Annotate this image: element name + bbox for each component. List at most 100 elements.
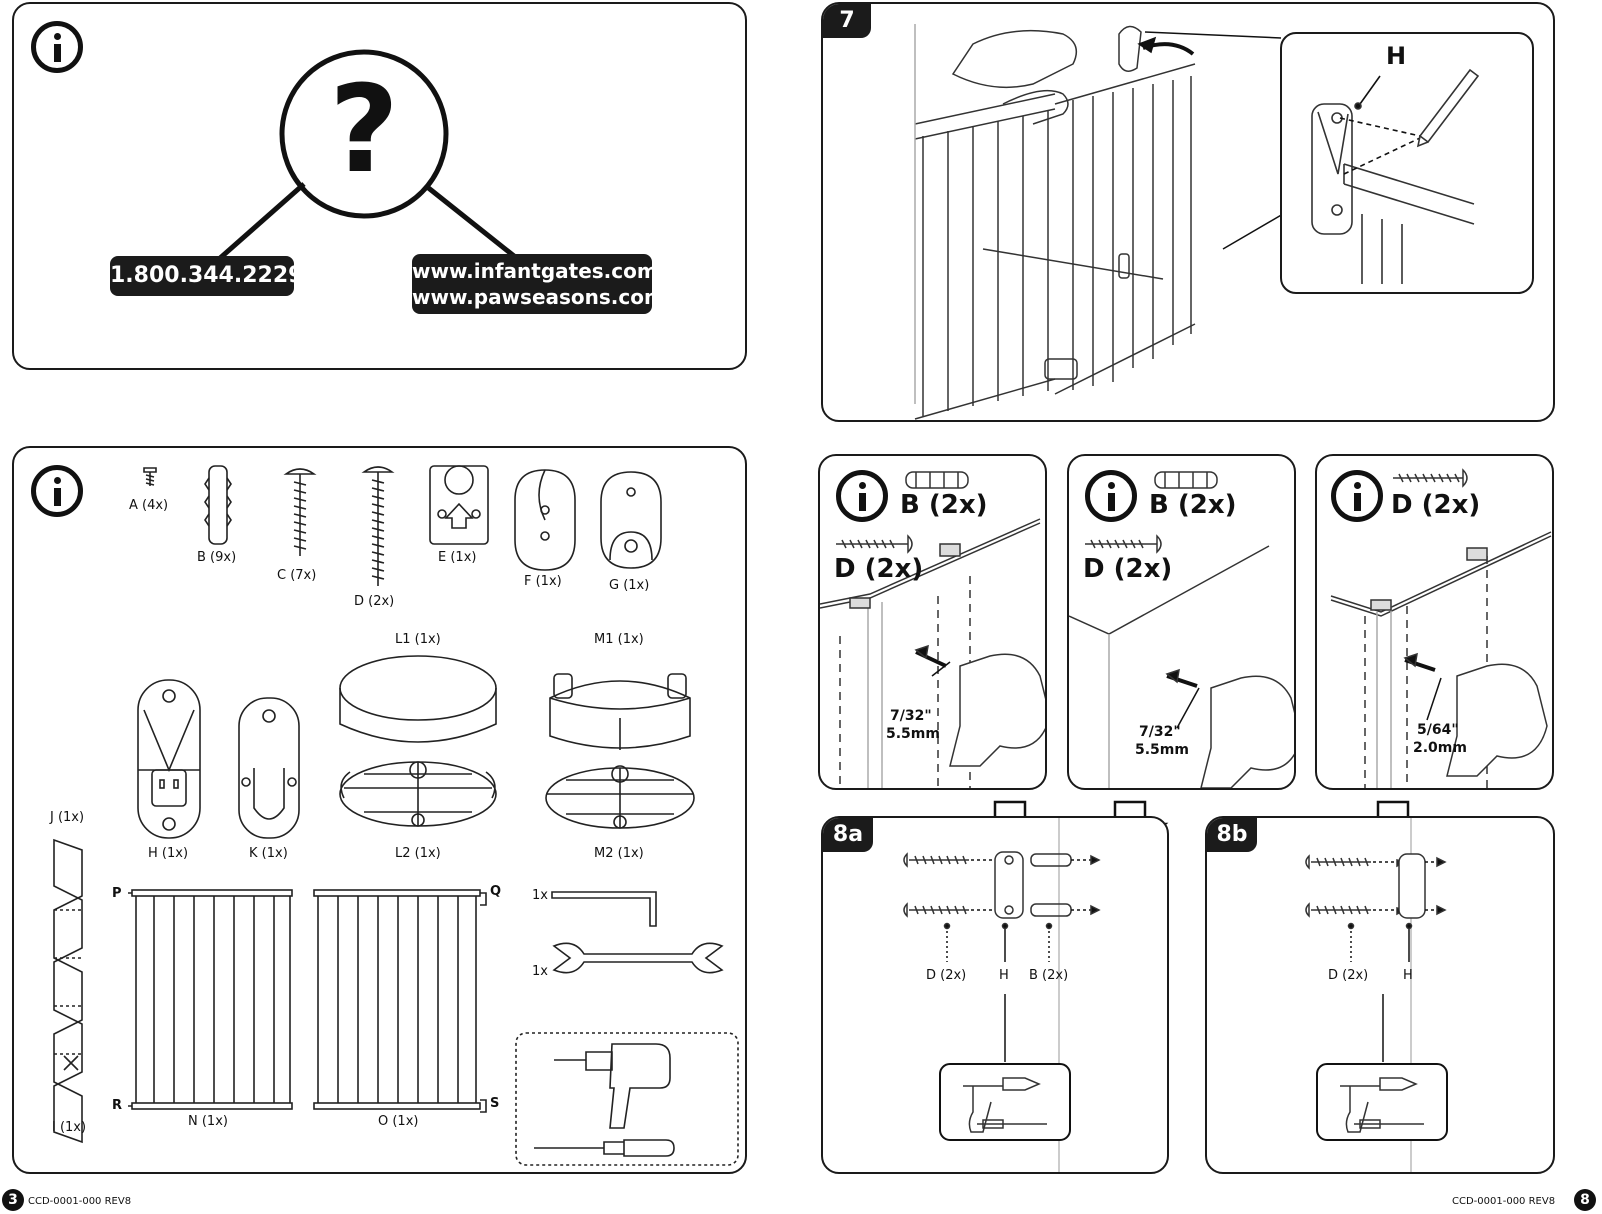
step-8a-label-h: H xyxy=(999,968,1009,983)
part-l2-label: L2 (1x) xyxy=(395,846,441,861)
drill-panel-3-bit-mm: 2.0mm xyxy=(1413,740,1467,756)
step-7-callout-h: H xyxy=(1386,42,1407,70)
step-8a-number: 8a xyxy=(823,818,873,852)
screw-icon xyxy=(1305,902,1371,918)
drill-panel-3: D (2x) 5/64" 2.0mm xyxy=(1315,454,1554,790)
step-8b-number: 8b xyxy=(1207,818,1257,852)
phone-number[interactable]: 1.800.344.2229 xyxy=(110,256,303,296)
step-7-panel: 7 xyxy=(821,2,1555,422)
question-mark: ? xyxy=(329,61,399,200)
step-7-number: 7 xyxy=(823,4,871,38)
part-m1-label: M1 (1x) xyxy=(594,632,644,647)
part-j-label: J (1x) xyxy=(50,810,85,825)
anchor-icon xyxy=(1154,471,1218,489)
help-panel: ? 1.800.344.2229 www.infantgates.com www… xyxy=(12,2,747,370)
part-d-icon xyxy=(361,466,395,586)
info-icon xyxy=(1085,470,1137,522)
part-s-label: S xyxy=(490,1096,500,1111)
required-tools-box xyxy=(515,1032,739,1166)
drill-panel-1-screw-label: D (2x) xyxy=(834,554,924,584)
part-o-gate-panel-icon xyxy=(313,889,487,1113)
step-8b-label-h: H xyxy=(1403,968,1413,983)
part-c-label: C (7x) xyxy=(277,568,317,583)
step-8a-illustration xyxy=(903,818,1101,1172)
part-f-icon xyxy=(514,469,576,571)
part-l1-icon xyxy=(339,655,497,743)
step-8b-illustration xyxy=(1305,818,1448,1172)
drill-panel-1-illustration xyxy=(820,471,1045,788)
drill-panel-1-anchor-label: B (2x) xyxy=(900,490,988,520)
screw-icon xyxy=(836,534,913,554)
step-8a-panel: 8a D (2x) H B (2x) xyxy=(821,816,1169,1174)
part-l2-icon xyxy=(339,761,497,827)
website-pawseasons[interactable]: www.pawseasons.com xyxy=(412,285,665,309)
part-g-icon xyxy=(600,471,662,569)
drill-panel-1-bit-mm: 5.5mm xyxy=(886,726,940,742)
part-h-icon xyxy=(137,679,201,839)
step-8a-label-d: D (2x) xyxy=(926,968,967,983)
screw-icon xyxy=(903,902,969,918)
part-g-label: G (1x) xyxy=(609,578,650,593)
anchor-icon xyxy=(905,471,969,489)
document-code-left: CCD-0001-000 REV8 xyxy=(28,1196,132,1207)
anchor-icon xyxy=(1030,853,1072,917)
screw-icon xyxy=(1085,534,1162,554)
part-j-extension-icon xyxy=(53,838,83,1144)
part-q-label: Q xyxy=(490,884,502,899)
step-7-detail-inset: H xyxy=(1280,32,1534,294)
website-box[interactable]: www.infantgates.com www.pawseasons.com xyxy=(412,254,665,314)
part-h-label: H (1x) xyxy=(148,846,189,861)
drill-panel-3-screw-label: D (2x) xyxy=(1391,490,1481,520)
step-8b-label-d: D (2x) xyxy=(1328,968,1369,983)
part-m2-label: M2 (1x) xyxy=(594,846,644,861)
part-o-label: O (1x) xyxy=(378,1114,419,1129)
screw-icon xyxy=(1393,468,1468,488)
step-7-detail-illustration xyxy=(1311,68,1480,284)
part-k-icon xyxy=(238,697,300,839)
part-n-gate-panel-icon xyxy=(128,889,293,1110)
part-p-label: P xyxy=(112,886,122,901)
page-number-left: 3 xyxy=(2,1189,24,1211)
hex-key-quantity: 1x xyxy=(532,888,548,903)
part-n-label: N (1x) xyxy=(188,1114,228,1129)
drill-panel-2-illustration xyxy=(1069,471,1294,788)
part-k-label: K (1x) xyxy=(249,846,288,861)
info-icon xyxy=(1331,470,1383,522)
step-7-illustration xyxy=(914,24,1284,420)
hex-key-icon xyxy=(551,891,657,927)
part-r-label: R xyxy=(112,1098,123,1113)
drill-panel-2-anchor-label: B (2x) xyxy=(1149,490,1237,520)
part-e-label: E (1x) xyxy=(438,550,477,565)
part-b-icon xyxy=(204,465,232,545)
website-infantgates[interactable]: www.infantgates.com xyxy=(412,259,658,283)
help-connector-lines xyxy=(217,49,516,261)
drill-panel-1-bit-size: 7/32" xyxy=(890,708,932,724)
drill-panel-2: B (2x) D (2x) 7/32" 5.5mm xyxy=(1067,454,1296,790)
step-8a-label-b: B (2x) xyxy=(1029,968,1069,983)
document-code-right: CCD-0001-000 REV8 xyxy=(1452,1196,1556,1207)
drill-panel-1: B (2x) D (2x) 7/32" 5.5mm xyxy=(818,454,1047,790)
part-m2-icon xyxy=(545,765,695,829)
part-m1-icon xyxy=(549,673,691,750)
screw-icon xyxy=(1305,854,1371,870)
info-icon xyxy=(31,465,83,517)
screw-icon xyxy=(903,852,969,868)
parts-panel: A (4x) B (9x) C (7x) D (2x) E (1x) F (1x… xyxy=(12,446,747,1174)
drill-panel-2-bit-size: 7/32" xyxy=(1139,724,1181,740)
info-icon xyxy=(31,21,83,73)
part-b-label: B (9x) xyxy=(197,550,237,565)
drill-panel-2-screw-label: D (2x) xyxy=(1083,554,1173,584)
part-d-label: D (2x) xyxy=(354,594,395,609)
wrench-icon xyxy=(552,942,724,974)
part-c-icon xyxy=(283,468,317,556)
part-i-label: I (1x) xyxy=(52,1120,87,1135)
drill-panel-3-bit-size: 5/64" xyxy=(1417,722,1459,738)
part-f-label: F (1x) xyxy=(524,574,562,589)
step-8b-panel: 8b D (2x) H xyxy=(1205,816,1555,1174)
info-icon xyxy=(836,470,888,522)
part-l1-label: L1 (1x) xyxy=(395,632,441,647)
parts-illustrations xyxy=(53,465,739,1166)
page-number-right: 8 xyxy=(1574,1189,1596,1211)
wrench-quantity: 1x xyxy=(532,964,548,979)
drill-panel-3-illustration xyxy=(1330,468,1552,788)
